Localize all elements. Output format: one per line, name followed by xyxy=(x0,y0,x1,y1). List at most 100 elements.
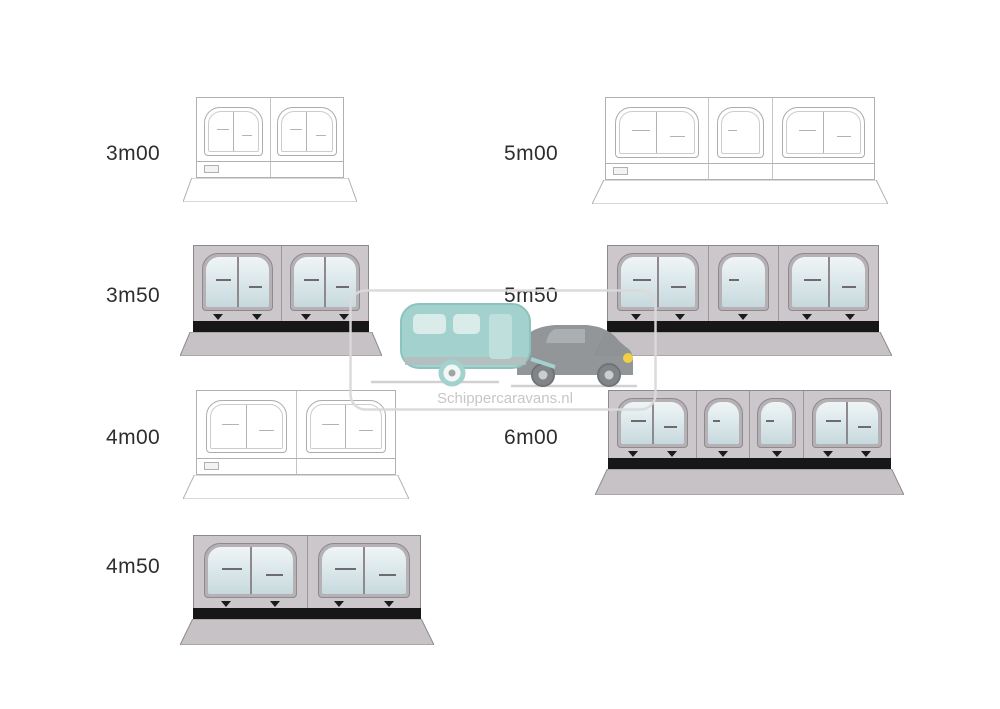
window-stay xyxy=(335,567,356,570)
awning-5m00 xyxy=(592,97,888,204)
fastener-triangle xyxy=(738,314,749,320)
window-stay xyxy=(303,279,319,281)
window-glass xyxy=(791,257,866,307)
window-divider xyxy=(306,112,307,151)
draft-skirt-stripe xyxy=(193,608,421,619)
window-stay xyxy=(798,130,817,132)
awning-6m00 xyxy=(595,390,904,495)
window-stay xyxy=(248,286,262,288)
awning-panel xyxy=(194,246,281,332)
window-glass xyxy=(761,402,793,444)
fastener-triangle xyxy=(213,314,224,320)
window-glass xyxy=(281,111,333,152)
window-stay xyxy=(265,574,283,577)
window-stay xyxy=(221,567,243,570)
window-divider xyxy=(655,112,657,153)
window-divider xyxy=(651,402,654,444)
window-glass xyxy=(707,402,739,444)
window-stay xyxy=(358,429,373,431)
awning-window xyxy=(811,398,883,448)
window-stay xyxy=(216,129,229,131)
size-label-4m00: 4m00 xyxy=(106,426,161,449)
awning-panel xyxy=(307,536,420,619)
size-label-4m50: 4m50 xyxy=(106,555,161,578)
window-glass xyxy=(209,404,284,449)
caravan-icon xyxy=(400,303,556,387)
fastener-triangle xyxy=(674,314,685,320)
size-label-5m00: 5m00 xyxy=(504,142,559,165)
fastener-triangle xyxy=(801,314,812,320)
window-stay xyxy=(803,279,822,281)
awning-window xyxy=(201,253,274,311)
window-divider xyxy=(822,112,824,153)
window-divider xyxy=(345,405,346,448)
window-stay xyxy=(671,286,687,288)
window-stay xyxy=(630,420,647,423)
awning-panel xyxy=(778,246,878,332)
awning-panel xyxy=(802,391,890,469)
draft-skirt-stripe xyxy=(193,321,369,332)
awning-window xyxy=(205,400,288,453)
window-stay xyxy=(631,130,650,132)
brand-tag xyxy=(204,165,219,173)
fastener-triangle xyxy=(718,451,729,457)
window-divider xyxy=(363,547,365,594)
window-stay xyxy=(322,423,339,425)
window-glass xyxy=(207,111,260,152)
window-stay xyxy=(728,279,740,281)
window-divider xyxy=(845,402,848,444)
fastener-triangle xyxy=(628,451,639,457)
window-divider xyxy=(232,112,234,151)
draft-skirt-stripe xyxy=(607,321,879,332)
window-glass xyxy=(786,111,861,154)
awning-front-panel xyxy=(605,97,875,180)
awning-panel xyxy=(707,246,778,332)
watermark-text: Schippercaravans.nl xyxy=(437,390,573,407)
window-stay xyxy=(712,420,721,423)
window-glass xyxy=(205,257,270,307)
window-stay xyxy=(632,279,651,281)
size-label-3m00: 3m00 xyxy=(106,142,161,165)
awning-window xyxy=(757,398,797,448)
size-label-3m50: 3m50 xyxy=(106,284,161,307)
fastener-triangle xyxy=(630,314,641,320)
awning-panel xyxy=(707,98,772,179)
brand-tag xyxy=(204,462,219,470)
fastener-triangle xyxy=(666,451,677,457)
fastener-triangle xyxy=(771,451,782,457)
awning-window xyxy=(717,253,770,311)
awning-panel xyxy=(606,98,708,179)
awning-front-panel xyxy=(196,97,344,178)
awning-4m00 xyxy=(183,390,409,499)
awning-4m50 xyxy=(180,535,434,645)
awning-front-panel xyxy=(196,390,396,475)
window-glass xyxy=(293,257,357,307)
window-divider xyxy=(656,257,659,307)
awning-window xyxy=(615,107,699,158)
fastener-triangle xyxy=(822,451,833,457)
awning-window xyxy=(203,107,264,156)
fastener-triangle xyxy=(251,314,262,320)
awning-panel xyxy=(270,98,343,177)
awning-panel xyxy=(194,536,307,619)
awning-front-panel xyxy=(608,390,891,469)
draft-skirt-stripe xyxy=(608,458,891,469)
awning-window xyxy=(616,398,689,448)
window-glass xyxy=(208,547,293,594)
window-stay xyxy=(825,420,841,423)
awning-panel xyxy=(609,391,696,469)
window-stay xyxy=(841,286,857,288)
window-divider xyxy=(245,405,247,448)
window-glass xyxy=(619,111,695,154)
awning-panel xyxy=(197,98,270,177)
window-stay xyxy=(242,134,253,136)
awning-panel xyxy=(696,391,749,469)
fastener-triangle xyxy=(338,314,349,320)
window-divider xyxy=(324,257,326,307)
awning-skirt xyxy=(180,332,382,356)
window-divider xyxy=(249,547,252,594)
fastener-triangle xyxy=(383,601,394,607)
window-stay xyxy=(215,279,232,281)
awning-panel xyxy=(197,391,296,474)
